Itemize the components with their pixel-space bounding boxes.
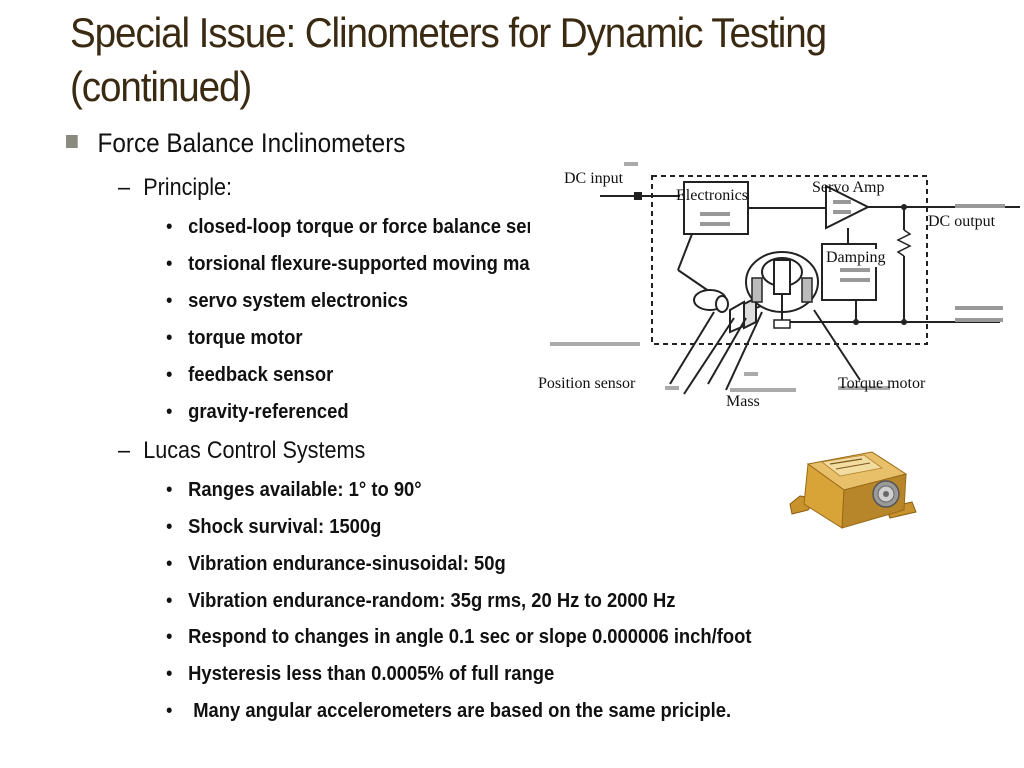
square-bullet-icon <box>66 135 78 148</box>
damping-label: Damping <box>826 249 886 267</box>
principle-item: • gravity-referenced <box>166 401 349 424</box>
torque-motor-label: Torque motor <box>838 375 926 392</box>
dot-bullet: • <box>166 626 173 648</box>
servo-amp-label: Servo Amp <box>812 179 885 196</box>
inclinometer-device-drawing <box>789 451 917 529</box>
sub-bullet-principle-text: Principle: <box>143 174 233 201</box>
sub-bullet-principle: –Principle: <box>118 174 232 202</box>
dot-bullet: • <box>166 479 173 501</box>
dot-bullet: • <box>166 516 173 538</box>
dot-bullet: • <box>166 290 173 312</box>
electronics-label: Electronics <box>676 187 748 204</box>
sub-bullet-lucas-text: Lucas Control Systems <box>143 437 366 464</box>
lucas-item-text: Shock survival: 1500g <box>188 516 382 538</box>
lucas-item-text: Many angular accelerometers are based on… <box>188 700 732 722</box>
lucas-item-text: Vibration endurance-sinusoidal: 50g <box>188 553 506 575</box>
slide-title-line2: (continued) <box>70 63 252 110</box>
inclinometer-diagram-drawing <box>550 162 1020 395</box>
dc-input-label: DC input <box>564 170 624 187</box>
principle-item-text: torsional flexure-supported moving mas <box>188 253 540 275</box>
inclinometer-device-photo <box>786 448 920 534</box>
bullet-force-balance-text: Force Balance Inclinometers <box>97 128 406 158</box>
inclinometer-diagram: DC input Electronics Servo Amp DC output… <box>530 160 1024 422</box>
slide-title: Special Issue: Clinometers for Dynamic T… <box>70 6 935 114</box>
dot-bullet: • <box>166 700 173 722</box>
lucas-item: • Hysteresis less than 0.0005% of full ra… <box>166 663 554 686</box>
dot-bullet: • <box>166 364 173 386</box>
principle-item-text: feedback sensor <box>188 364 334 386</box>
dot-bullet: • <box>166 253 173 275</box>
mass-label: Mass <box>726 393 760 410</box>
lucas-item: • Vibration endurance-random: 35g rms, 20… <box>166 590 675 613</box>
lucas-item: • Respond to changes in angle 0.1 sec or … <box>166 626 751 649</box>
lucas-item-text: Vibration endurance-random: 35g rms, 20 … <box>188 590 676 612</box>
dot-bullet: • <box>166 590 173 612</box>
slide-title-line1: Special Issue: Clinometers for Dynamic T… <box>70 9 827 56</box>
lucas-item: • Shock survival: 1500g <box>166 516 381 539</box>
dash-bullet: – <box>118 174 131 201</box>
lucas-item-text: Hysteresis less than 0.0005% of full ran… <box>188 663 555 685</box>
principle-item-text: torque motor <box>188 327 303 349</box>
dash-bullet: – <box>118 437 131 464</box>
principle-item: • servo system electronics <box>166 290 408 313</box>
principle-item-text: gravity-referenced <box>188 401 349 423</box>
principle-item: • torque motor <box>166 327 303 350</box>
dot-bullet: • <box>166 401 173 423</box>
sub-bullet-lucas: –Lucas Control Systems <box>118 437 365 465</box>
bullet-force-balance: Force Balance Inclinometers <box>66 128 405 159</box>
principle-item: • feedback sensor <box>166 364 333 387</box>
dot-bullet: • <box>166 216 173 238</box>
dot-bullet: • <box>166 553 173 575</box>
lucas-item-text: Respond to changes in angle 0.1 sec or s… <box>188 626 752 648</box>
dot-bullet: • <box>166 663 173 685</box>
position-sensor-label: Position sensor <box>538 375 636 392</box>
principle-item-text: servo system electronics <box>188 290 408 312</box>
dot-bullet: • <box>166 327 173 349</box>
principle-item: • closed-loop torque or force balance ser… <box>166 216 544 239</box>
lucas-item: • Vibration endurance-sinusoidal: 50g <box>166 553 506 576</box>
principle-item: • torsional flexure-supported moving mas <box>166 253 540 276</box>
principle-item-text: closed-loop torque or force balance serv <box>188 216 544 238</box>
lucas-item-text: Ranges available: 1° to 90° <box>188 479 422 501</box>
dc-output-label: DC output <box>928 213 996 231</box>
lucas-item: • Ranges available: 1° to 90° <box>166 479 422 502</box>
lucas-item: • Many angular accelerometers are based … <box>166 700 731 723</box>
